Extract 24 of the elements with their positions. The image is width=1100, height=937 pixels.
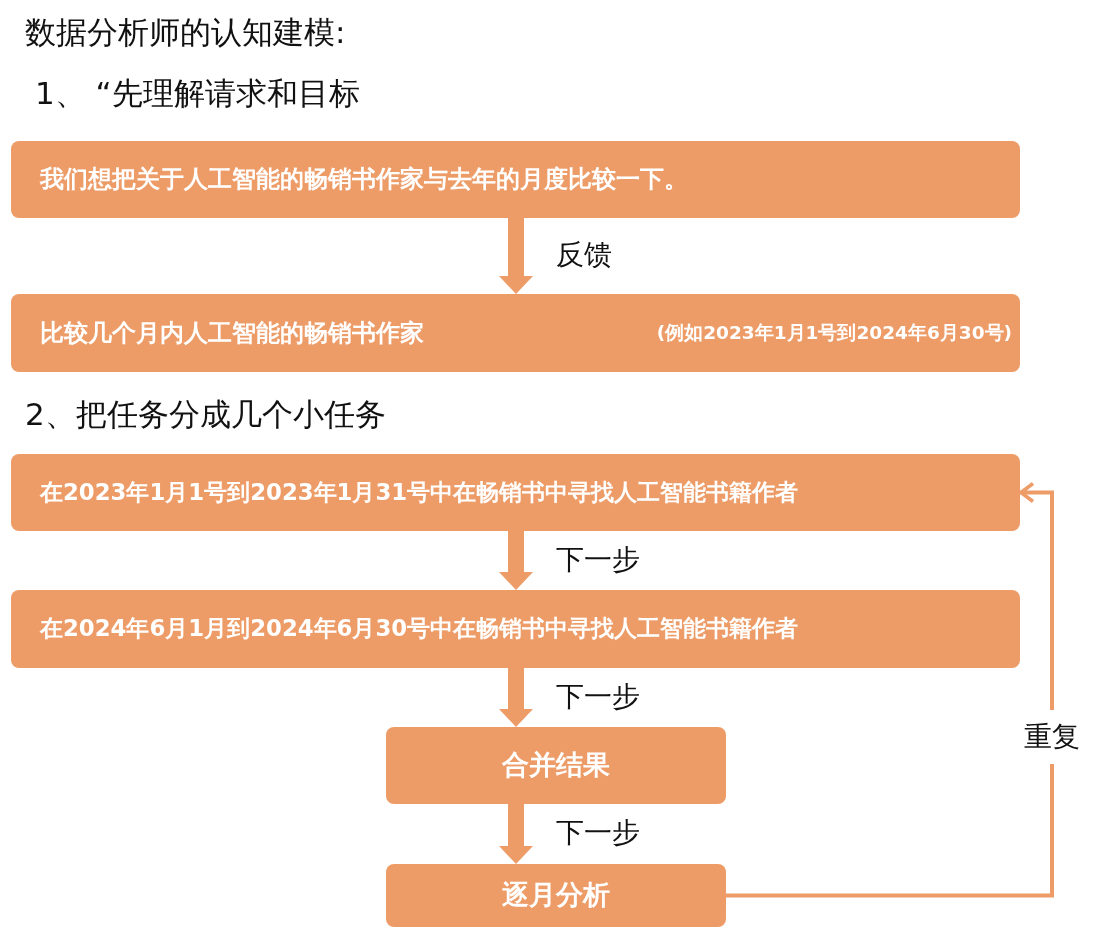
block-arrow [499, 531, 533, 590]
section-heading: 2、把任务分成几个小任务 [25, 396, 386, 434]
step-text: 在2023年1月1号到2023年1月31号中在畅销书中寻找人工智能书籍作者 [40, 478, 799, 507]
process-box [11, 141, 1020, 218]
step-text: 逐月分析 [502, 879, 610, 912]
step-text: 我们想把关于人工智能的畅销书作家与去年的月度比较一下。 [40, 165, 688, 194]
process-box [11, 294, 1020, 372]
step-text: 在2024年6月1月到2024年6月30号中在畅销书中寻找人工智能书籍作者 [40, 615, 799, 643]
loop-arrow [726, 481, 1054, 898]
edge-label: 下一步 [556, 816, 640, 850]
step-text: 比较几个月内人工智能的畅销书作家 [40, 318, 424, 348]
step-text: 合并结果 [502, 749, 610, 782]
diagram-title: 数据分析师的认知建模: [25, 14, 346, 52]
process-box [386, 727, 726, 804]
block-arrow [499, 668, 533, 727]
edge-label: 重复 [1024, 710, 1080, 764]
block-arrow [499, 218, 533, 294]
process-box [386, 864, 726, 927]
section-heading: 1、 “先理解请求和目标 [35, 75, 360, 113]
process-box [11, 590, 1020, 668]
edge-label: 反馈 [556, 238, 612, 272]
example-note: (例如2023年1月1号到2024年6月30号) [656, 321, 1012, 345]
process-box [11, 454, 1020, 531]
block-arrow [499, 804, 533, 864]
